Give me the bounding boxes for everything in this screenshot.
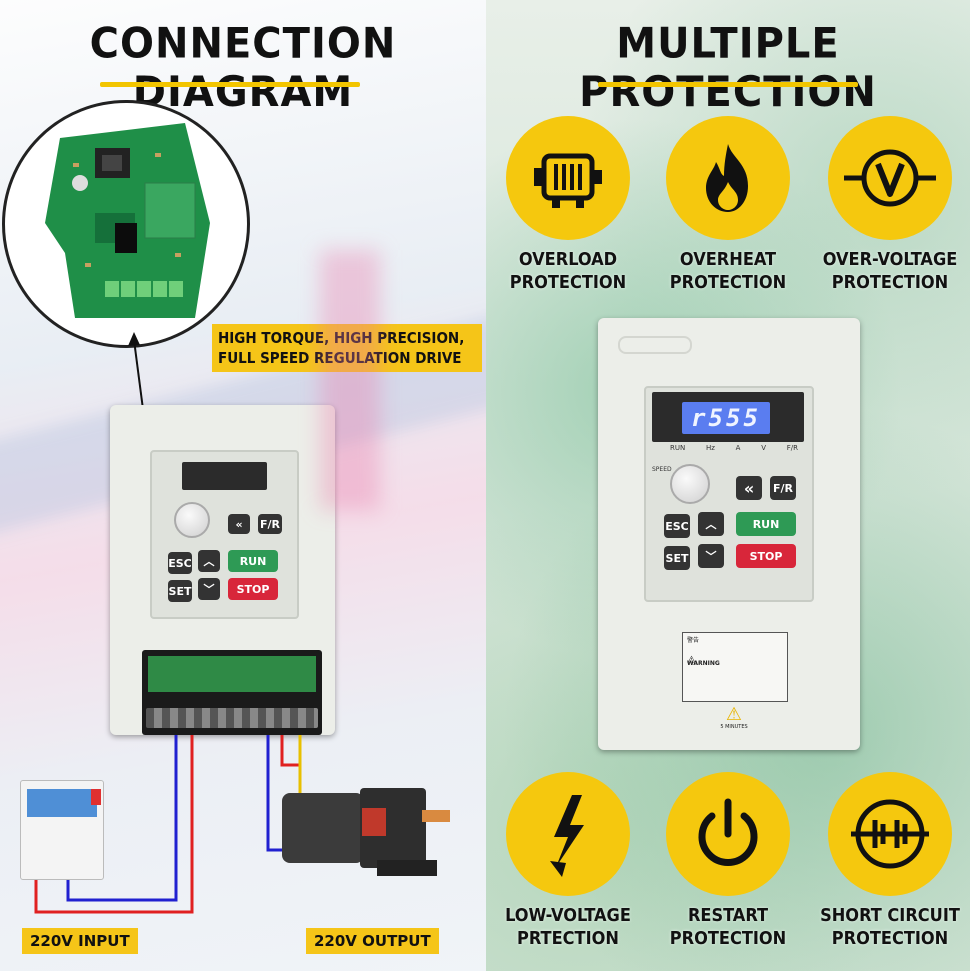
overload-protection: OVERLOAD PROTECTION — [488, 116, 648, 294]
inverter-device-left: « F/R ESC ︿ RUN SET ﹀ STOP — [110, 405, 335, 735]
connection-diagram-panel: CONNECTION DIAGRAM HIGH TOR — [0, 0, 486, 971]
down-key-left[interactable]: ﹀ — [198, 578, 220, 600]
short-circuit-label-1: SHORT CIRCUIT — [820, 905, 960, 926]
low-voltage-label-2: PRTECTION — [517, 928, 619, 949]
lcd-display: r555 — [682, 402, 770, 434]
multiple-protection-heading: MULTIPLE PROTECTION — [579, 19, 877, 117]
lcd-housing: r555 — [652, 392, 804, 442]
speed-label: SPEED — [652, 466, 672, 473]
low-voltage-protection: LOW-VOLTAGE PRTECTION — [488, 772, 648, 950]
breaker-switch — [91, 789, 101, 805]
circuit-board-icon — [45, 123, 210, 318]
indicator-fr: F/R — [786, 444, 798, 452]
input-label: 220V INPUT — [22, 928, 138, 954]
indicator-hz: Hz — [705, 444, 715, 452]
multiple-protection-panel: MULTIPLE PROTECTION OVERLOAD PROTECTION — [486, 0, 970, 971]
indicator-run: RUN — [670, 444, 686, 452]
overload-label-1: OVERLOAD — [518, 249, 618, 270]
stop-key[interactable]: STOP — [736, 544, 796, 568]
back-key[interactable]: « — [736, 476, 762, 500]
flame-icon — [666, 116, 790, 240]
short-circuit-label-2: PROTECTION — [831, 928, 949, 949]
inverter-device-right: r555 RUN Hz A V F/R SPEED « F/R ESC ︿ RU… — [598, 318, 860, 750]
fr-key-left[interactable]: F/R — [258, 514, 282, 534]
over-voltage-label-1: OVER-VOLTAGE — [822, 249, 958, 270]
warning-heading: WARNING — [687, 660, 720, 667]
esc-key-left[interactable]: ESC — [168, 552, 192, 574]
circuit-breaker — [20, 780, 104, 880]
low-voltage-label-1: LOW-VOLTAGE — [505, 905, 631, 926]
restart-label-1: RESTART — [687, 905, 769, 926]
breaker-label-plate — [27, 789, 97, 817]
output-label: 220V OUTPUT — [306, 928, 439, 954]
motor-icon — [506, 116, 630, 240]
overload-label-2: PROTECTION — [509, 272, 627, 293]
indicator-v: V — [761, 444, 766, 452]
overheat-protection: OVERHEAT PROTECTION — [648, 116, 808, 294]
voltmeter-icon — [828, 116, 952, 240]
short-circuit-protection: SHORT CIRCUIT PROTECTION — [810, 772, 970, 950]
high-voltage-icon: ⚠ — [725, 704, 743, 725]
led-display-left — [182, 462, 267, 490]
warning-title: 警告 — [687, 637, 700, 644]
short-circuit-icon — [828, 772, 952, 896]
lightning-icon — [506, 772, 630, 896]
keypad-right: r555 RUN Hz A V F/R SPEED « F/R ESC ︿ RU… — [644, 386, 814, 602]
terminal-block — [142, 650, 322, 735]
gear-motor — [282, 788, 452, 878]
pcb-closeup — [2, 100, 250, 348]
indicator-a: A — [735, 444, 741, 452]
callout-line-2: FULL SPEED REGULATION DRIVE — [218, 349, 462, 367]
warning-triangle-icon: ⚠ — [687, 655, 696, 666]
high-voltage-sticker: ⚠ 5 MINUTES — [714, 704, 754, 731]
screw-terminals — [146, 708, 318, 728]
speed-knob-left[interactable] — [174, 502, 210, 538]
up-key[interactable]: ︿ — [698, 512, 724, 536]
warning-time: 5 MINUTES — [720, 724, 748, 730]
overheat-label-2: PROTECTION — [669, 272, 787, 293]
keypad-left: « F/R ESC ︿ RUN SET ﹀ STOP — [150, 450, 299, 619]
overheat-label-1: OVERHEAT — [679, 249, 777, 270]
over-voltage-protection: OVER-VOLTAGE PROTECTION — [810, 116, 970, 294]
feature-callout: HIGH TORQUE, HIGH PRECISION, FULL SPEED … — [212, 324, 482, 372]
run-key-left[interactable]: RUN — [228, 550, 278, 572]
up-key-left[interactable]: ︿ — [198, 550, 220, 572]
restart-label-2: PROTECTION — [669, 928, 787, 949]
terminal-pcb — [148, 656, 316, 692]
heading-underline — [100, 82, 360, 87]
heading-underline-right — [598, 82, 858, 87]
run-key[interactable]: RUN — [736, 512, 796, 536]
set-key-left[interactable]: SET — [168, 580, 192, 602]
connection-diagram-heading: CONNECTION DIAGRAM — [89, 19, 397, 117]
stop-key-left[interactable]: STOP — [228, 578, 278, 600]
speed-knob[interactable] — [670, 464, 710, 504]
restart-protection: RESTART PROTECTION — [648, 772, 808, 950]
down-key[interactable]: ﹀ — [698, 544, 724, 568]
warning-label: 警告 WARNING ⚠ — [682, 632, 788, 702]
callout-line-1: HIGH TORQUE, HIGH PRECISION, — [218, 329, 465, 347]
fr-key[interactable]: F/R — [770, 476, 796, 500]
back-key-left[interactable]: « — [228, 514, 250, 534]
power-icon — [666, 772, 790, 896]
indicator-labels: RUN Hz A V F/R — [670, 444, 798, 452]
set-key[interactable]: SET — [664, 546, 690, 570]
esc-key[interactable]: ESC — [664, 514, 690, 538]
over-voltage-label-2: PROTECTION — [831, 272, 949, 293]
